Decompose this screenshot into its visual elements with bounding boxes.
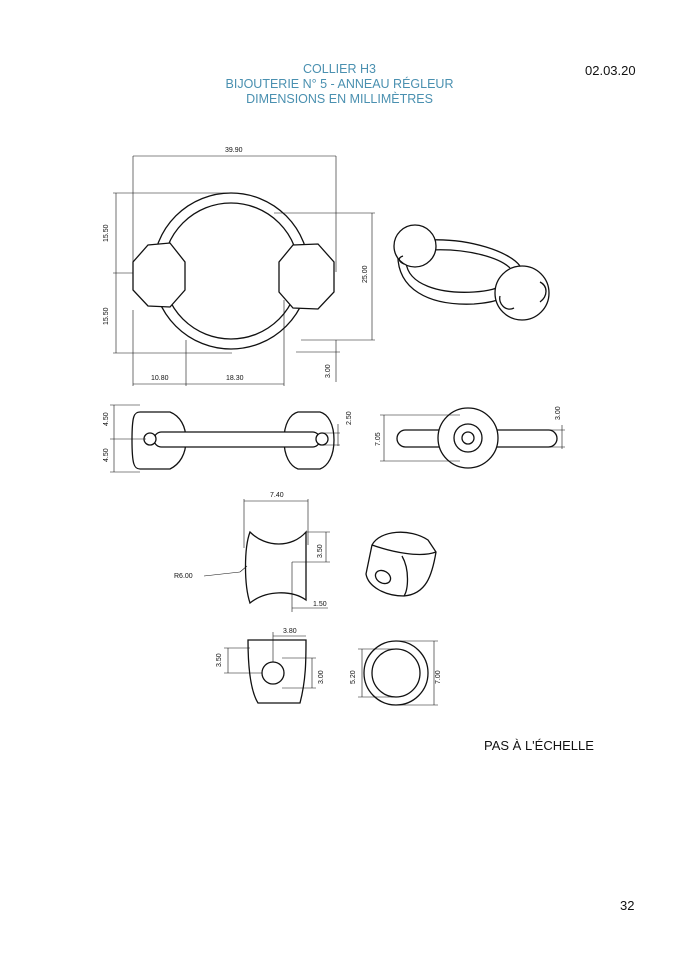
- title-line-2: BIJOUTERIE N° 5 - ANNEAU RÉGLEUR: [225, 77, 454, 91]
- ring-side-view: [131, 411, 335, 470]
- side-wire: [153, 431, 321, 448]
- dim-front-height: 7.05: [375, 432, 382, 446]
- ring-front-view: [132, 192, 335, 350]
- side-right-hole: [315, 432, 329, 446]
- bead-perspective-top-edge: [371, 544, 437, 556]
- left-bead-outline: [132, 242, 186, 308]
- ring-front-section-dimensions: 7.05 3.00: [375, 406, 565, 462]
- dim-ring-height: 25.00: [362, 265, 369, 283]
- dim-round-inner: 5.20: [350, 670, 357, 684]
- front-bead-outer: [437, 407, 499, 469]
- bead-detail-outline: [244, 530, 307, 605]
- perspective-wire-end: [499, 295, 515, 310]
- dim-bead-step: 1.50: [313, 601, 327, 608]
- front-bead-middle: [453, 423, 483, 453]
- bead-round-dimensions: 5.20 7.00: [350, 640, 442, 706]
- dim-left-offset: 10.80: [151, 375, 169, 382]
- perspective-ring-back-inner: [429, 249, 511, 269]
- bead-detail-view: [244, 530, 307, 605]
- dim-wire-top: 3.00: [325, 364, 332, 378]
- ring-perspective-view: [393, 224, 550, 321]
- dim-top-width: 39.90: [225, 147, 243, 154]
- dim-bottom-right: 3.00: [318, 670, 325, 684]
- bead-round-view: [363, 640, 429, 706]
- dim-bead-radius: R6.00: [174, 573, 193, 580]
- bead-perspective-side-edge: [401, 555, 409, 597]
- dim-bottom-width: 3.80: [283, 628, 297, 635]
- perspective-bead-right: [494, 265, 550, 321]
- document-date: 02.03.20: [585, 63, 636, 78]
- front-bead-hole: [461, 431, 475, 445]
- bead-bottom-view: [247, 639, 307, 704]
- dim-inner-width: 18.30: [226, 375, 244, 382]
- dim-round-outer: 7.00: [435, 670, 442, 684]
- dim-bottom-left: 3.50: [216, 653, 223, 667]
- scale-note: PAS À L'ÉCHELLE: [484, 738, 594, 753]
- title-line-1: COLLIER H3: [303, 62, 376, 76]
- bead-detail-dimensions: 7.40 3.50 1.50 R6.00: [174, 492, 330, 612]
- bead-bottom-dimensions: 3.80 3.50 3.00: [216, 628, 325, 689]
- dim-side-bottom: 4.50: [103, 448, 110, 462]
- dim-bead-notch: 3.50: [317, 544, 324, 558]
- title-line-3: DIMENSIONS EN MILLIMÈTRES: [246, 92, 433, 106]
- ring-front-section-view: [396, 407, 558, 469]
- bead-perspective-view: [365, 531, 437, 597]
- dim-bead-hole: 2.50: [346, 411, 353, 425]
- dim-upper-half: 15.50: [103, 224, 110, 242]
- right-bead-outline: [278, 243, 335, 310]
- dim-side-top: 4.50: [103, 412, 110, 426]
- bead-perspective-hole: [374, 569, 392, 585]
- bottom-bead-hole: [261, 661, 285, 685]
- perspective-ring-back: [427, 239, 521, 267]
- ring-front-dimensions: 39.90 15.50 15.50 25.00 10.80 18.30 3.00: [103, 147, 375, 386]
- perspective-hole-right: [539, 281, 547, 303]
- round-bead-outer: [363, 640, 429, 706]
- page-number: 32: [620, 898, 635, 913]
- perspective-hole-left: [398, 255, 405, 265]
- dim-bead-width: 7.40: [270, 492, 284, 499]
- dim-lower-half: 15.50: [103, 307, 110, 325]
- dim-front-wire: 3.00: [555, 406, 562, 420]
- ring-side-dimensions: 4.50 4.50 2.50: [103, 404, 353, 473]
- perspective-bead-left: [393, 224, 437, 268]
- bead-perspective-body: [365, 531, 437, 597]
